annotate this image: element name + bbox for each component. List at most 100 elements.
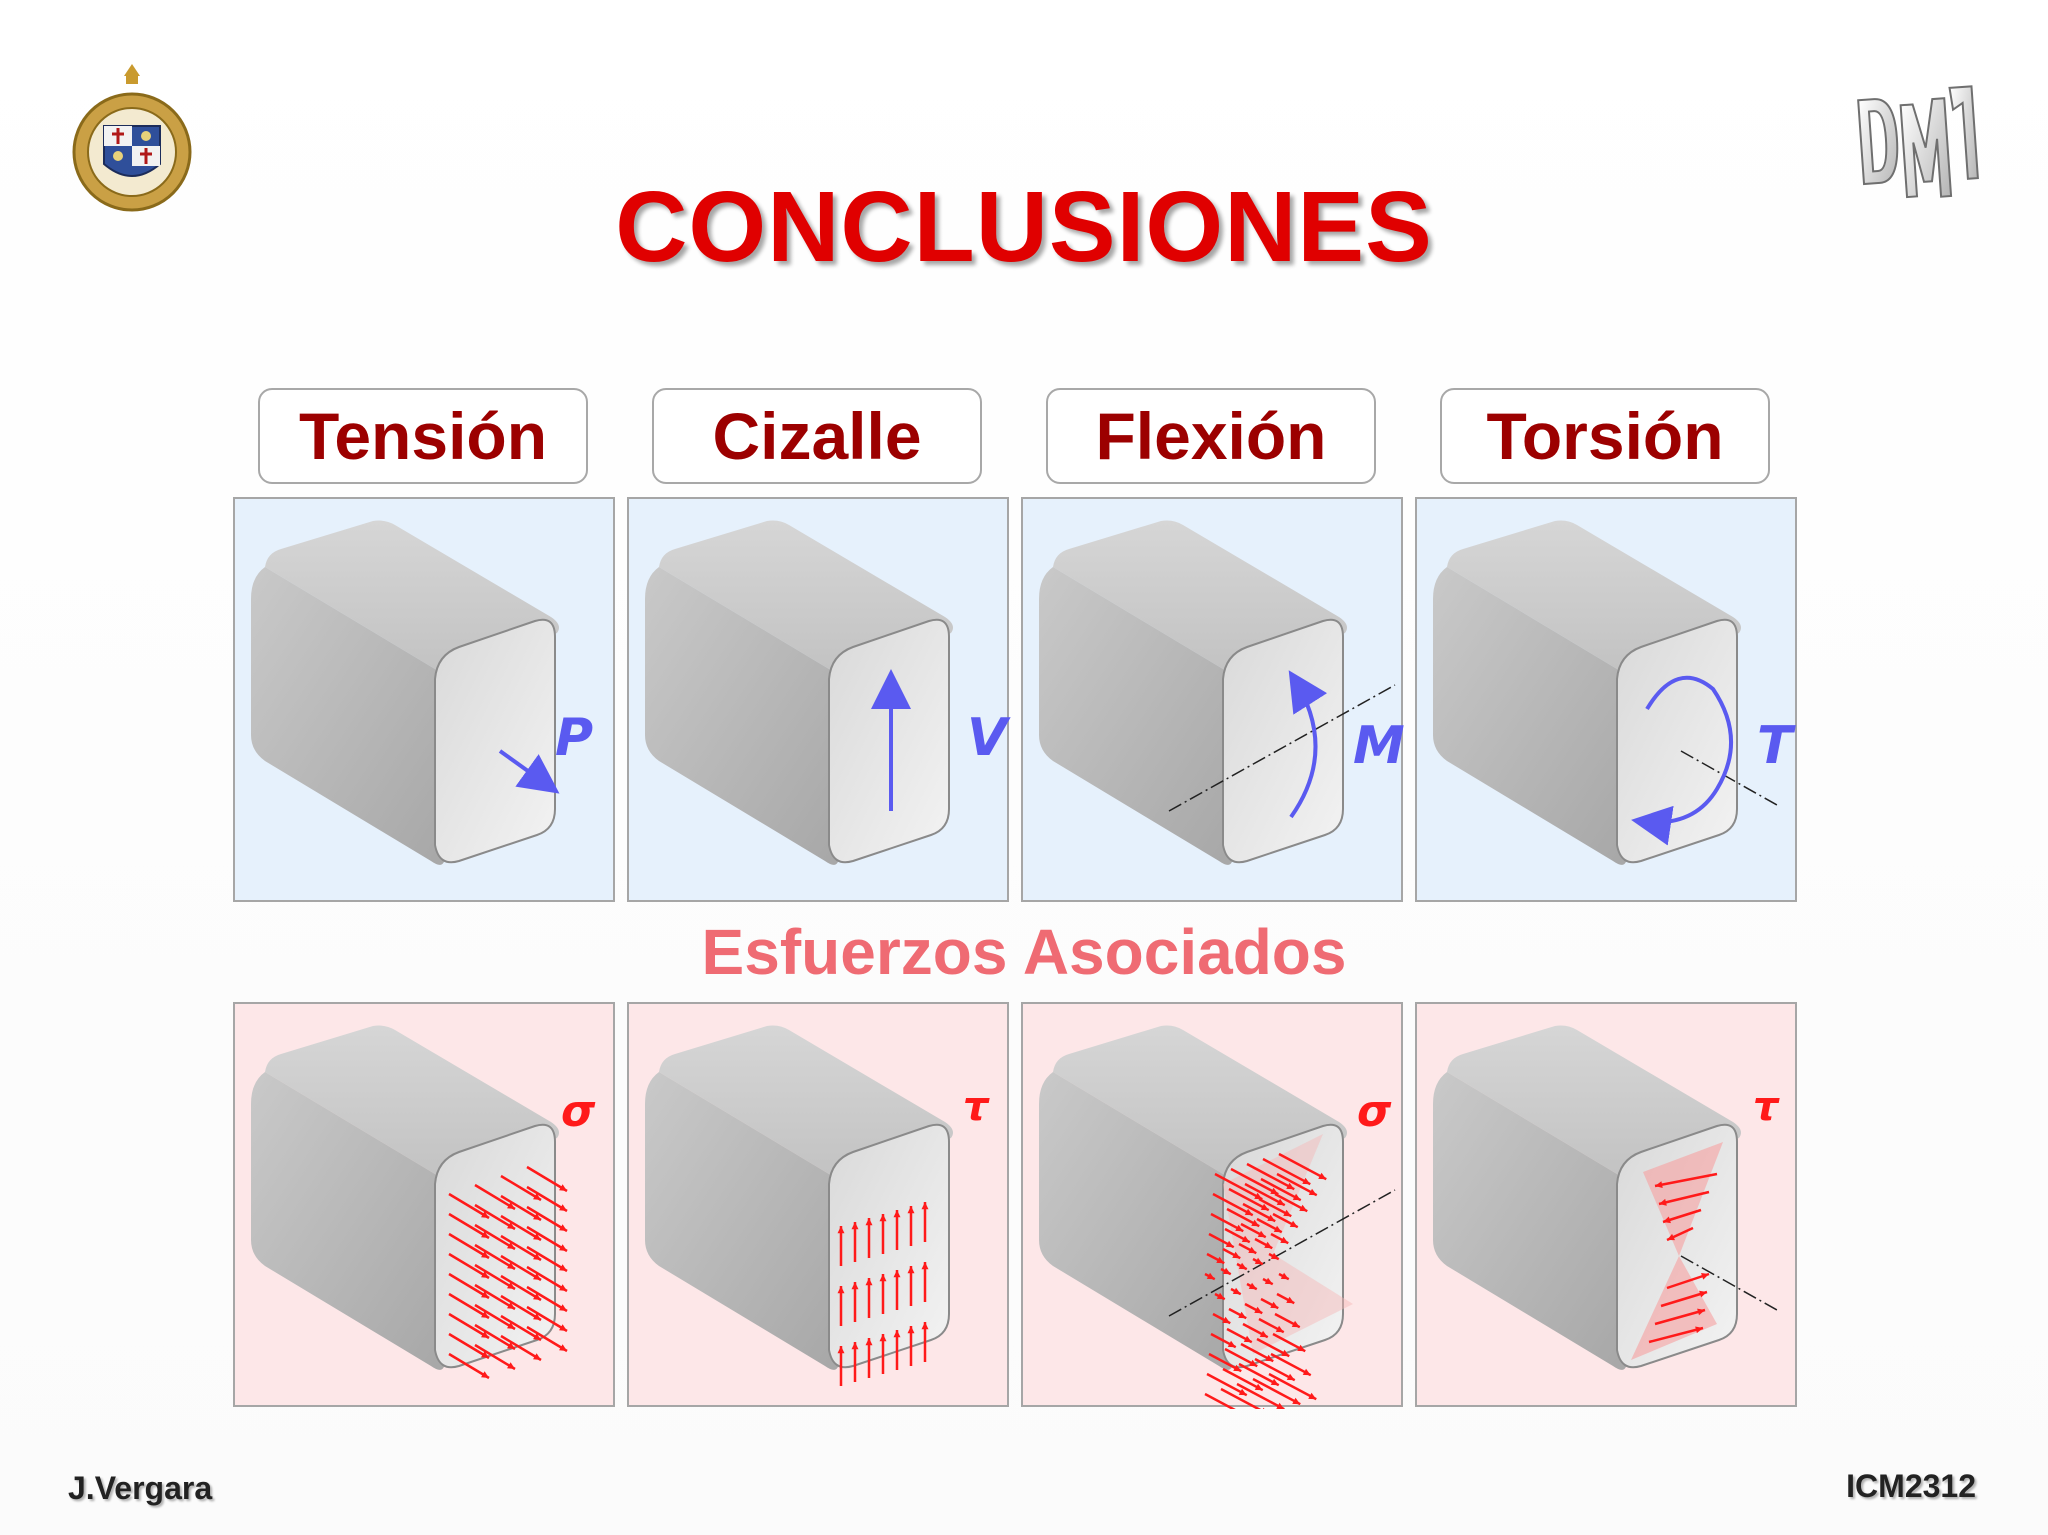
label-cizalle: Cizalle <box>652 388 982 484</box>
torsion-stress-arrow <box>1658 1190 1710 1206</box>
bending-stress-arrow <box>1246 1162 1295 1191</box>
normal-stress-arrow <box>526 1325 568 1353</box>
normal-stress-arrow-head <box>507 1302 515 1309</box>
normal-stress-arrow-head <box>559 1344 567 1351</box>
normal-stress-arrow <box>474 1283 516 1311</box>
stress-panel-torsion: τ <box>1415 1002 1797 1407</box>
normal-stress-arrow <box>500 1294 542 1322</box>
dm1-logo <box>1857 85 1979 199</box>
normal-stress-arrow-head <box>559 1324 567 1331</box>
normal-stress-arrow-head <box>507 1242 515 1249</box>
bending-stress-arrow-head <box>1238 1388 1247 1396</box>
shear-stress-arrow-head <box>907 1206 915 1214</box>
shear-stress-arrow-head <box>851 1282 859 1290</box>
normal-stress-arrow <box>474 1223 516 1251</box>
normal-stress-arrow-head <box>481 1291 489 1298</box>
torsion-stress-arrow-head <box>1701 1272 1709 1280</box>
normal-stress-arrow-head <box>507 1362 515 1369</box>
slide-title: CONCLUSIONES <box>615 171 1433 283</box>
bending-stress-arrow-head <box>1273 1225 1282 1233</box>
normal-stress-arrow-head <box>559 1244 567 1251</box>
bending-stress-arrow <box>1254 1357 1296 1382</box>
normal-stress-arrow <box>474 1323 516 1351</box>
bending-stress-arrow-head <box>1216 1256 1225 1264</box>
normal-stress-arrow <box>526 1225 568 1253</box>
bending-stress-arrow-head <box>1241 1235 1250 1243</box>
normal-stress-arrow <box>500 1194 542 1222</box>
normal-stress-arrow <box>448 1212 490 1240</box>
normal-stress-arrow <box>474 1343 516 1371</box>
normal-stress-arrow <box>448 1292 490 1320</box>
normal-stress-arrow <box>500 1214 542 1242</box>
shear-stress-arrow-head <box>879 1214 887 1222</box>
bending-stress-arrows <box>1204 1152 1327 1409</box>
normal-stress-arrow <box>474 1303 516 1331</box>
bending-stress-arrow-head <box>1291 1320 1300 1328</box>
bending-stress-arrow-head <box>1281 1349 1290 1357</box>
bending-stress-arrow-head <box>1238 1311 1247 1319</box>
normal-stress-arrow <box>526 1205 568 1233</box>
section-subtitle: Esfuerzos Asociados <box>701 916 1347 988</box>
normal-stress-arrow-head <box>559 1304 567 1311</box>
shear-stress-arrow-head <box>907 1326 915 1334</box>
bending-stress-arrow-head <box>1297 1344 1306 1352</box>
bending-stress-arrow-head <box>1206 1272 1215 1280</box>
bending-stress-arrow-head <box>1299 1204 1308 1212</box>
bending-stress-arrow-head <box>1249 1359 1258 1367</box>
author-label: J.Vergara <box>68 1470 213 1506</box>
prism-bar <box>645 520 953 865</box>
normal-stress-arrow-head <box>533 1213 541 1220</box>
normal-stress-arrow <box>526 1245 568 1273</box>
bending-stress-arrow-head <box>1254 1383 1263 1391</box>
normal-stress-arrow <box>448 1232 490 1260</box>
bending-stress-arrow-head <box>1289 1220 1298 1228</box>
shear-stress-arrow-head <box>837 1286 845 1294</box>
shear-stress-arrow-head <box>865 1338 873 1346</box>
bending-stress-arrow-head <box>1243 1335 1252 1343</box>
bending-stress-arrow-head <box>1283 1209 1292 1217</box>
torsion-stress-arrow-head <box>1697 1308 1705 1316</box>
normal-stress-arrow <box>448 1312 490 1340</box>
normal-stress-arrows <box>448 1165 568 1380</box>
course-code-label: ICM2312 <box>1846 1468 1976 1504</box>
normal-stress-arrow-head <box>533 1233 541 1240</box>
stress-panel-tension: σ <box>233 1002 615 1407</box>
bending-stress-arrow-head <box>1248 1246 1257 1254</box>
prism-bar <box>645 1025 953 1370</box>
normal-stress-arrow <box>500 1274 542 1302</box>
bending-stress-arrow-head <box>1238 1262 1247 1270</box>
shear-stress-arrow-head <box>837 1226 845 1234</box>
normal-stress-arrow-head <box>533 1253 541 1260</box>
shear-stress-arrow-head <box>893 1270 901 1278</box>
bending-stress-arrow-head <box>1235 1224 1244 1232</box>
normal-stress-arrow-head <box>507 1262 515 1269</box>
bending-stress-arrow <box>1204 1392 1236 1409</box>
bending-stress-arrow <box>1236 1382 1285 1409</box>
torsion-stress-arrow-head <box>1663 1216 1671 1224</box>
bending-stress-arrow-head <box>1259 1330 1268 1338</box>
bending-stress-arrow <box>1228 1187 1270 1212</box>
bending-stress-arrow-head <box>1260 1203 1269 1211</box>
shear-stress-arrow-head <box>879 1334 887 1342</box>
stress-symbol-tau: τ <box>963 1084 990 1130</box>
normal-stress-arrow-head <box>559 1184 567 1191</box>
normal-stress-arrow-head <box>533 1313 541 1320</box>
shear-stress-arrows <box>837 1202 929 1386</box>
load-panel-cizalle: V <box>627 497 1011 902</box>
bending-stress-arrow-head <box>1270 1378 1279 1386</box>
bending-stress-arrow-head <box>1318 1172 1327 1180</box>
bending-stress-arrow <box>1276 1172 1318 1197</box>
bending-stress-arrow-head <box>1232 1251 1241 1259</box>
bending-stress-arrow-head <box>1216 1292 1225 1300</box>
bending-stress-arrow-head <box>1222 1267 1231 1275</box>
normal-stress-arrow-head <box>559 1264 567 1271</box>
bending-stress-arrow-head <box>1233 1364 1242 1372</box>
normal-stress-arrow <box>500 1174 542 1202</box>
shear-stress-arrow-head <box>851 1222 859 1230</box>
torsion-stress-wedge-bottom <box>1631 1256 1717 1360</box>
stress-panel-cizalle: τ <box>627 1002 1009 1407</box>
bending-stress-arrow-head <box>1251 1219 1260 1227</box>
bending-stress-arrow-head <box>1292 1397 1301 1405</box>
bending-stress-arrow-head <box>1257 1230 1266 1238</box>
stress-symbol-sigma: σ <box>561 1086 596 1137</box>
